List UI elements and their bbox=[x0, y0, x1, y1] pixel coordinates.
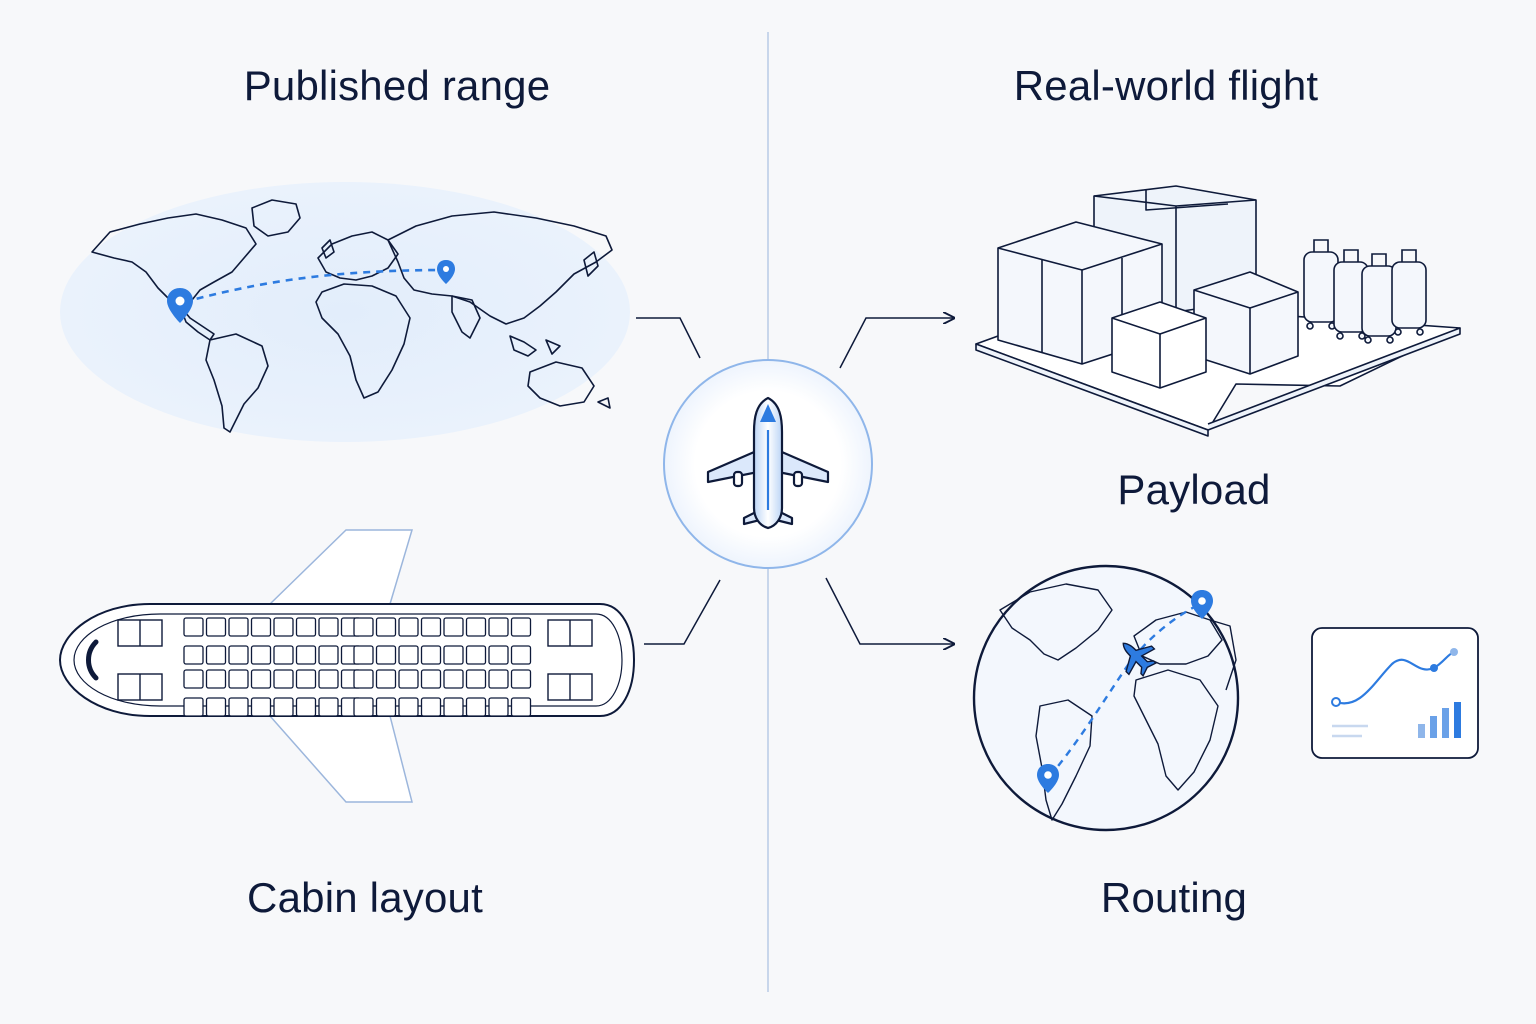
location-pin-icon bbox=[437, 260, 455, 284]
seat bbox=[183, 669, 204, 689]
seat bbox=[398, 617, 419, 637]
seat bbox=[228, 669, 249, 689]
seat bbox=[375, 645, 397, 665]
seat bbox=[250, 669, 272, 689]
seat bbox=[420, 669, 442, 689]
seat bbox=[183, 617, 204, 637]
chart-card-icon bbox=[1311, 627, 1479, 759]
seat bbox=[465, 669, 487, 689]
seat bbox=[273, 617, 294, 637]
seat bbox=[420, 617, 442, 637]
seat bbox=[420, 697, 442, 717]
seat bbox=[250, 645, 272, 665]
seat bbox=[205, 617, 227, 637]
cabin-seat-map-icon bbox=[58, 529, 636, 803]
seat bbox=[375, 697, 397, 717]
seat bbox=[205, 669, 227, 689]
airplane-hub bbox=[663, 359, 873, 569]
seat bbox=[488, 669, 509, 689]
seat bbox=[205, 697, 227, 717]
seat bbox=[295, 697, 317, 717]
seat bbox=[318, 617, 339, 637]
seat bbox=[295, 669, 317, 689]
seat bbox=[318, 669, 339, 689]
seat bbox=[510, 697, 532, 717]
seat bbox=[398, 669, 419, 689]
seat bbox=[318, 697, 339, 717]
real-world-flight-label: Real-world flight bbox=[1013, 62, 1319, 109]
seat bbox=[353, 669, 374, 689]
seat bbox=[228, 697, 249, 717]
seat bbox=[443, 669, 464, 689]
seat bbox=[205, 645, 227, 665]
luggage-icon bbox=[1303, 239, 1427, 344]
seat bbox=[295, 645, 317, 665]
seat bbox=[488, 645, 509, 665]
cabin-layout-label: Cabin layout bbox=[247, 874, 483, 921]
seat bbox=[420, 645, 442, 665]
seat bbox=[228, 645, 249, 665]
seat bbox=[183, 645, 204, 665]
location-pin-icon bbox=[1191, 590, 1213, 619]
world-map-icon bbox=[60, 182, 630, 442]
seat bbox=[443, 645, 464, 665]
airplane-icon bbox=[1122, 642, 1157, 677]
seat bbox=[510, 669, 532, 689]
seat bbox=[353, 617, 374, 637]
seat bbox=[465, 645, 487, 665]
connector-lines bbox=[636, 318, 954, 644]
seat bbox=[465, 697, 487, 717]
payload-label: Payload bbox=[1117, 466, 1271, 513]
seat bbox=[443, 617, 464, 637]
seat bbox=[250, 697, 272, 717]
seat bbox=[318, 645, 339, 665]
seat bbox=[510, 645, 532, 665]
seat bbox=[353, 697, 374, 717]
seat bbox=[353, 645, 374, 665]
seat bbox=[273, 645, 294, 665]
airplane-icon bbox=[706, 396, 830, 530]
location-pin-icon bbox=[1037, 764, 1059, 793]
location-pin-icon bbox=[167, 288, 193, 323]
seat bbox=[443, 697, 464, 717]
seat bbox=[398, 697, 419, 717]
seat bbox=[228, 617, 249, 637]
seat bbox=[295, 617, 317, 637]
seat bbox=[398, 645, 419, 665]
seat bbox=[488, 697, 509, 717]
seat bbox=[250, 617, 272, 637]
globe-icon bbox=[972, 564, 1240, 832]
seat bbox=[375, 669, 397, 689]
seat bbox=[273, 697, 294, 717]
seat bbox=[183, 697, 204, 717]
seat-grid bbox=[183, 617, 532, 717]
seat bbox=[488, 617, 509, 637]
seat bbox=[273, 669, 294, 689]
seat bbox=[510, 617, 532, 637]
seat bbox=[375, 617, 397, 637]
seat bbox=[465, 617, 487, 637]
routing-label: Routing bbox=[1100, 874, 1248, 921]
published-range-label: Published range bbox=[243, 62, 551, 109]
